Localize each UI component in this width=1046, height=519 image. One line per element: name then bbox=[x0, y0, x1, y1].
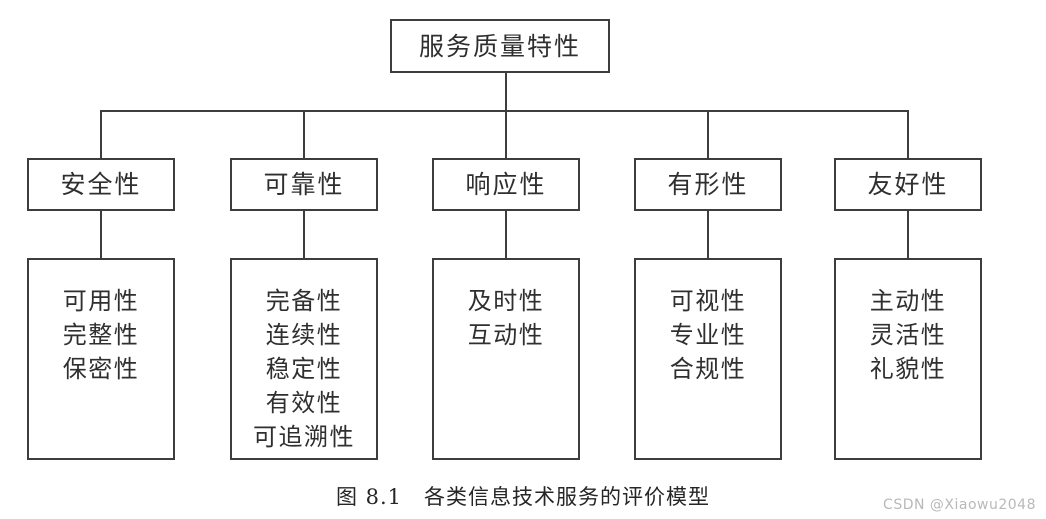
leaf-box-4: 可视性 专业性 合规性 bbox=[634, 258, 782, 460]
leaf-box-5: 主动性 灵活性 礼貌性 bbox=[834, 258, 982, 460]
leaf-box-3: 及时性 互动性 bbox=[432, 258, 580, 460]
leaf-item: 可用性 bbox=[62, 287, 140, 315]
connector-category-to-leaf-3 bbox=[505, 210, 507, 259]
category-node-4: 有形性 bbox=[634, 158, 782, 211]
connector-horizontal-bus bbox=[100, 110, 909, 112]
connector-category-to-leaf-1 bbox=[100, 210, 102, 259]
leaf-item: 可追溯性 bbox=[253, 423, 355, 451]
figure-caption-number: 图 8.1 bbox=[335, 485, 403, 509]
figure-caption: 图 8.1 各类信息技术服务的评价模型 bbox=[0, 481, 1046, 511]
connector-root-stem bbox=[505, 72, 507, 112]
leaf-item: 专业性 bbox=[669, 321, 747, 349]
leaf-item: 连续性 bbox=[265, 321, 343, 349]
leaf-item: 合规性 bbox=[669, 355, 747, 383]
leaf-item: 可视性 bbox=[669, 287, 747, 315]
root-node-label: 服务质量特性 bbox=[418, 31, 581, 61]
connector-bus-drop-2 bbox=[303, 110, 305, 159]
leaf-item: 主动性 bbox=[869, 287, 947, 315]
connector-bus-drop-5 bbox=[907, 110, 909, 159]
category-node-3-label: 响应性 bbox=[465, 170, 547, 199]
connector-category-to-leaf-5 bbox=[907, 210, 909, 259]
connector-category-to-leaf-2 bbox=[303, 210, 305, 259]
category-node-4-label: 有形性 bbox=[667, 170, 749, 199]
leaf-item: 稳定性 bbox=[265, 355, 343, 383]
figure-caption-title: 各类信息技术服务的评价模型 bbox=[424, 485, 711, 509]
watermark-text: CSDN @Xiaowu2048 bbox=[883, 497, 1036, 513]
root-node-service-quality: 服务质量特性 bbox=[390, 19, 610, 73]
connector-bus-drop-3 bbox=[505, 110, 507, 159]
connector-category-to-leaf-4 bbox=[707, 210, 709, 259]
category-node-2-label: 可靠性 bbox=[263, 170, 345, 199]
leaf-item: 礼貌性 bbox=[869, 355, 947, 383]
leaf-box-2: 完备性 连续性 稳定性 有效性 可追溯性 bbox=[230, 258, 378, 460]
leaf-box-1: 可用性 完整性 保密性 bbox=[27, 258, 175, 460]
category-node-5-label: 友好性 bbox=[867, 170, 949, 199]
category-node-2: 可靠性 bbox=[230, 158, 378, 211]
category-node-1: 安全性 bbox=[27, 158, 175, 211]
category-node-1-label: 安全性 bbox=[60, 170, 142, 199]
category-node-3: 响应性 bbox=[432, 158, 580, 211]
connector-bus-drop-1 bbox=[100, 110, 102, 159]
category-node-5: 友好性 bbox=[834, 158, 982, 211]
leaf-item: 保密性 bbox=[62, 355, 140, 383]
leaf-item: 有效性 bbox=[265, 389, 343, 417]
leaf-item: 完备性 bbox=[265, 287, 343, 315]
connector-bus-drop-4 bbox=[707, 110, 709, 159]
leaf-item: 互动性 bbox=[467, 321, 545, 349]
leaf-item: 完整性 bbox=[62, 321, 140, 349]
leaf-item: 及时性 bbox=[467, 287, 545, 315]
leaf-item: 灵活性 bbox=[869, 321, 947, 349]
